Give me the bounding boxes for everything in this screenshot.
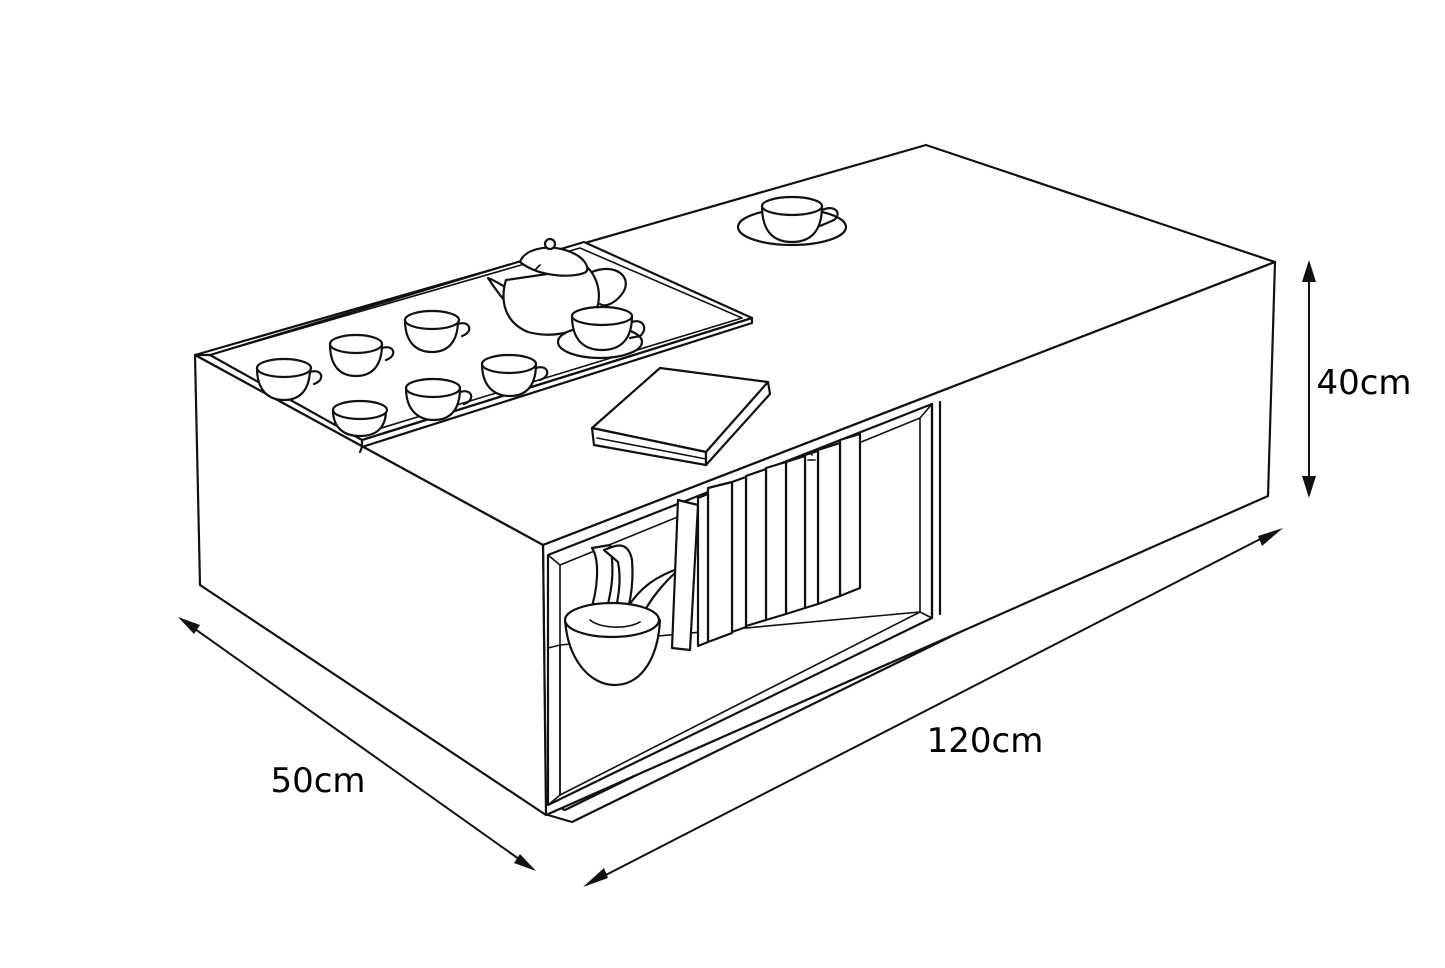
plant-pot-icon: [563, 498, 700, 687]
teacup-icon: [328, 333, 395, 378]
teacup-icon: [403, 309, 471, 354]
teacup-icon: [331, 399, 389, 438]
height-label: 40cm: [1316, 363, 1411, 403]
teacup-icon: [480, 353, 549, 398]
teacup-icon: [404, 377, 473, 422]
length-dimension-line: [583, 528, 1283, 887]
teacup-icon: [556, 305, 646, 360]
shelf-books: [696, 432, 862, 648]
height-dimension-line: [1302, 260, 1316, 498]
top-tray: [193, 240, 754, 454]
depth-dimension-line: [178, 617, 536, 871]
teacup-icon: [255, 357, 323, 402]
depth-label: 50cm: [270, 761, 365, 801]
table-side-face: [193, 353, 548, 817]
teacup-icon: [736, 195, 848, 247]
length-label: 120cm: [927, 721, 1044, 761]
book-icon: [590, 366, 772, 467]
